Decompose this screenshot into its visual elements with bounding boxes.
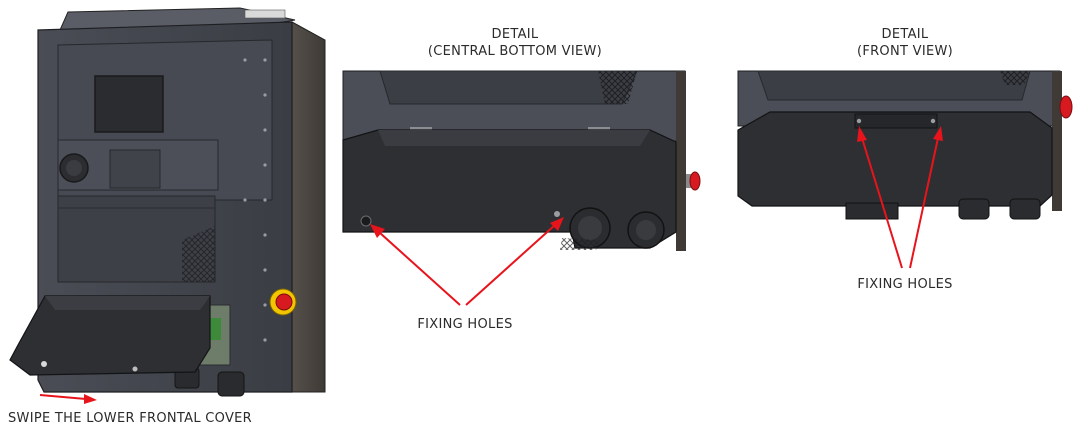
rivets (243, 58, 267, 342)
bottom-cover (342, 129, 677, 249)
front-label-plate (854, 113, 938, 129)
cover-hole (41, 361, 47, 367)
front-emergency-button (1059, 95, 1073, 119)
detail-front-view (737, 70, 1073, 220)
bottom-fixing-hole-center (554, 211, 560, 217)
fixing-holes-front-label: FIXING HOLES (857, 277, 953, 292)
detail-front-title: DETAIL (881, 27, 929, 42)
emergency-button (275, 293, 293, 311)
front-fixing-hole-left (856, 118, 862, 124)
bottom-emergency-button (689, 171, 701, 191)
bottom-cable-glands (569, 207, 665, 249)
vent-grille (182, 226, 215, 282)
detail-bottom-title: DETAIL (491, 27, 539, 42)
front-mesh (1000, 71, 1030, 85)
bottom-fixing-hole-left (360, 215, 372, 227)
cover-plate (109, 149, 161, 189)
detail-front-label: DETAIL (FRONT VIEW) (810, 26, 1000, 60)
swipe-instruction-label: SWIPE THE LOWER FRONTAL COVER (8, 411, 253, 426)
detail-bottom-label: DETAIL (CENTRAL BOTTOM VIEW) (395, 26, 635, 60)
front-cover (737, 111, 1053, 207)
side-panel (291, 21, 326, 393)
detail-bottom-view (342, 70, 701, 251)
front-cable-glands (845, 198, 1041, 220)
display-screen (94, 75, 164, 133)
front-fixing-hole-right (930, 118, 936, 124)
detail-bottom-subtitle: (CENTRAL BOTTOM VIEW) (427, 44, 603, 59)
bottom-mesh (598, 71, 637, 104)
top-label (244, 9, 286, 19)
fixing-holes-bottom-label: FIXING HOLES (417, 317, 513, 332)
detail-front-subtitle: (FRONT VIEW) (856, 44, 954, 59)
charging-unit (9, 7, 326, 397)
fixing-holes-arrows-front (857, 126, 943, 269)
swipe-arrow (39, 394, 97, 404)
fixing-holes-arrows-bottom (370, 217, 564, 306)
